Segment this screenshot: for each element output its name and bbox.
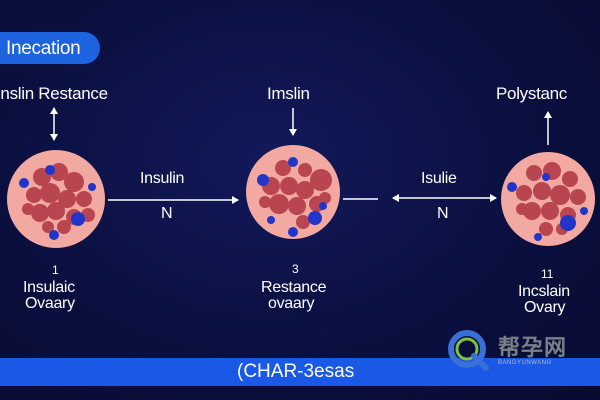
- connector-1-label: Insulin: [140, 170, 185, 187]
- stage-2-bottom-label-2: ovaary: [268, 295, 315, 312]
- ovary-cell-2: [246, 145, 340, 239]
- ovary-cell-3: [501, 152, 595, 246]
- stage-3-bottom-label-1: Incslain: [518, 283, 570, 300]
- stage-2-top-label: Imslin: [267, 84, 310, 103]
- stage-3-bottom-label-2: Ovary: [524, 299, 566, 316]
- stage-1-bottom-label-2: Ovaary: [25, 295, 75, 312]
- stage-1-number: 1: [52, 263, 59, 277]
- stage-2-number: 3: [292, 262, 299, 276]
- stage-1-bottom-label-1: Insulaic: [23, 279, 75, 296]
- connector-1-sub: N: [161, 205, 173, 222]
- watermark-latin: BANGYUNWANG: [498, 360, 552, 366]
- watermark-logo-icon: [448, 330, 489, 371]
- watermark-chinese: 帮孕网: [498, 335, 568, 360]
- stage-2-bottom-label-1: Restance: [261, 279, 327, 296]
- stage-1-top-label: Inslin Restance: [0, 84, 108, 103]
- diagram-title: Inecation: [6, 38, 81, 59]
- caption-text: (CHAR-3esas: [237, 361, 355, 382]
- ovary-cell-1: [7, 150, 105, 248]
- connector-2-sub: N: [437, 205, 449, 222]
- stage-3-number: 11: [541, 267, 554, 281]
- stage-3-top-label: Polystanc: [496, 84, 568, 103]
- caption-bar: [0, 358, 600, 386]
- connector-2-label: Isulie: [421, 170, 457, 187]
- title-pill: [0, 32, 100, 64]
